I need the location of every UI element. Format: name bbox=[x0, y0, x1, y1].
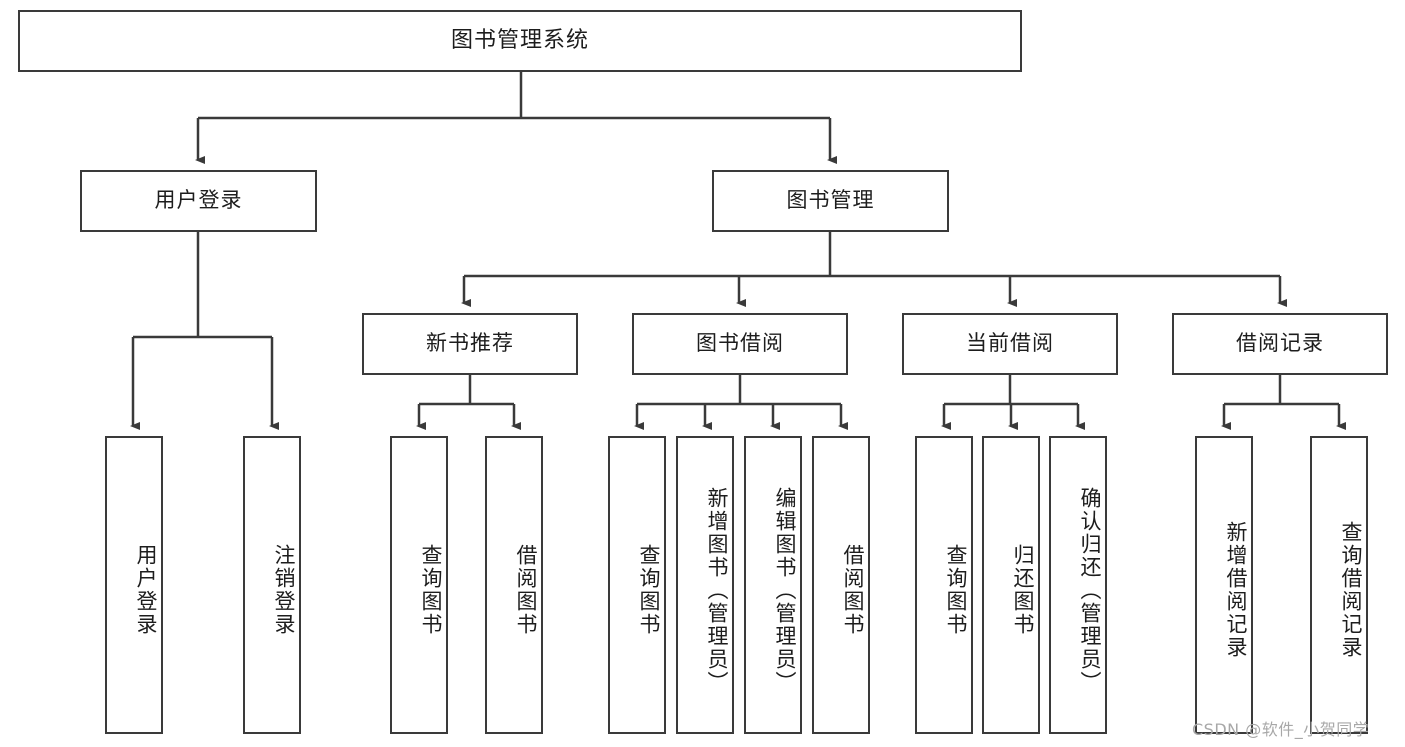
leaf-logout[interactable]: 注销登录 bbox=[243, 436, 301, 734]
node-current-borrow[interactable]: 当前借阅 bbox=[902, 313, 1118, 375]
leaf-confirm-return-admin[interactable]: 确认归还（管理员） bbox=[1049, 436, 1107, 734]
leaf-query-book-borrow[interactable]: 查询图书 bbox=[608, 436, 666, 734]
node-new-book-recommend[interactable]: 新书推荐 bbox=[362, 313, 578, 375]
leaf-query-borrow-record[interactable]: 查询借阅记录 bbox=[1310, 436, 1368, 734]
node-root-system[interactable]: 图书管理系统 bbox=[18, 10, 1022, 72]
node-borrow-record[interactable]: 借阅记录 bbox=[1172, 313, 1388, 375]
node-book-management[interactable]: 图书管理 bbox=[712, 170, 949, 232]
node-book-borrow[interactable]: 图书借阅 bbox=[632, 313, 848, 375]
leaf-borrow-book[interactable]: 借阅图书 bbox=[812, 436, 870, 734]
leaf-add-borrow-record[interactable]: 新增借阅记录 bbox=[1195, 436, 1253, 734]
leaf-return-book[interactable]: 归还图书 bbox=[982, 436, 1040, 734]
node-user-login[interactable]: 用户登录 bbox=[80, 170, 317, 232]
leaf-borrow-book-recommend[interactable]: 借阅图书 bbox=[485, 436, 543, 734]
leaf-add-book-admin[interactable]: 新增图书（管理员） bbox=[676, 436, 734, 734]
leaf-query-book-current[interactable]: 查询图书 bbox=[915, 436, 973, 734]
leaf-query-book-recommend[interactable]: 查询图书 bbox=[390, 436, 448, 734]
csdn-watermark: CSDN @软件_小贺同学 bbox=[1192, 720, 1370, 739]
leaf-edit-book-admin[interactable]: 编辑图书（管理员） bbox=[744, 436, 802, 734]
leaf-user-login[interactable]: 用户登录 bbox=[105, 436, 163, 734]
